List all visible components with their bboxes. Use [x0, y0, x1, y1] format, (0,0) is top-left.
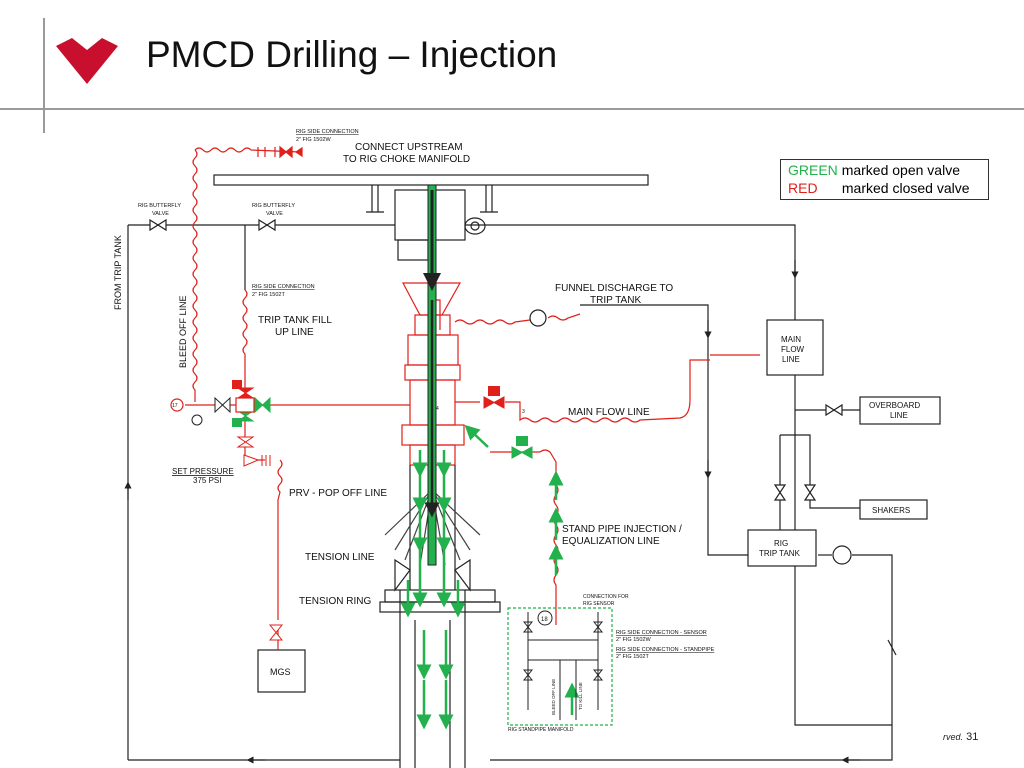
tension-lines [384, 489, 481, 566]
legend-red-word: RED [788, 180, 818, 196]
label-standpipe-manifold: RIG STANDPIPE MANIFOLD [508, 727, 574, 733]
mgs-box [257, 649, 306, 693]
label-rig-trip-tank-2: TRIP TANK [759, 549, 801, 558]
label-fig-1502w-sensor: 2" FIG 1502W [616, 637, 651, 643]
rotary-supports [366, 185, 498, 261]
label-stand-pipe-1: STAND PIPE INJECTION / [562, 524, 682, 535]
label-prv-line: PRV - POP OFF LINE [289, 488, 387, 499]
label-bleed-off-small: BLEED OFF LINE [551, 679, 556, 715]
label-stand-pipe-2: EQUALIZATION LINE [562, 536, 660, 547]
slide-footer: rved. 31 [943, 731, 978, 743]
main-flow-line-box [766, 319, 824, 376]
label-funnel-discharge-2: TRIP TANK [590, 295, 641, 306]
page-title: PMCD Drilling – Injection [146, 34, 558, 75]
valve-cluster-left [170, 380, 284, 641]
legend-open-row: GREEN marked open valve [788, 161, 988, 179]
label-trip-tank-fill-1: TRIP TANK FILL [258, 315, 332, 326]
standpipe-manifold-piping [522, 610, 604, 720]
valve-legend: GREEN marked open valve RED marked close… [780, 159, 989, 200]
label-main-flow-box-3: LINE [782, 355, 800, 364]
label-connect-upstream-2: TO RIG CHOKE MANIFOLD [343, 154, 470, 165]
rig-floor [213, 174, 649, 186]
funnel-pump-icon [529, 309, 547, 327]
flow-direction-arrows [124, 260, 860, 764]
standpipe-open-valve [511, 436, 533, 459]
header-vertical-rule [43, 18, 45, 133]
label-mgs: MGS [270, 667, 291, 677]
rig-side-connection-valves [257, 145, 303, 159]
label-gauge-18: 18 [541, 617, 548, 623]
label-set-pressure-value: 375 PSI [193, 476, 221, 485]
page-number: 31 [966, 731, 979, 743]
black-valves [149, 218, 897, 656]
label-main-flow-box-2: FLOW [781, 345, 805, 354]
legend-closed-row: RED marked closed valve [788, 179, 988, 197]
label-gauge-17: 17 [172, 403, 178, 409]
label-gauge-4: 4 [436, 406, 439, 412]
label-overboard-2: LINE [890, 411, 908, 420]
label-bleed-off-line: BLEED OFF LINE [178, 295, 188, 368]
label-rig-side-conn-top: RIG SIDE CONNECTION [296, 129, 359, 135]
label-butterfly-mid-1: RIG BUTTERFLY [252, 203, 295, 209]
label-fig-1502t-fill: 2" FIG 1502T [252, 292, 285, 298]
label-tension-line: TENSION LINE [305, 552, 375, 563]
label-from-trip-tank: FROM TRIP TANK [113, 235, 123, 310]
header-horizontal-rule [0, 108, 1024, 110]
label-fig-1502t-standpipe: 2" FIG 1502T [616, 654, 649, 660]
label-fig-1502w-top: 2" FIG 1502W [296, 137, 331, 143]
label-main-flow-box-1: MAIN [781, 335, 801, 344]
legend-green-word: GREEN [788, 162, 838, 178]
black-piping [127, 224, 893, 761]
label-butterfly-mid-2: VALVE [266, 211, 283, 217]
diagram-labels: RIG SIDE CONNECTION 2" FIG 1502W CONNECT… [113, 129, 920, 733]
overboard-line-box [859, 396, 941, 425]
company-logo-icon [56, 38, 118, 84]
label-connect-upstream-1: CONNECT UPSTREAM [355, 142, 463, 153]
label-shakers: SHAKERS [872, 506, 910, 515]
label-rig-side-standpipe: RIG SIDE CONNECTION - STANDPIPE [616, 647, 715, 653]
label-main-flow-line: MAIN FLOW LINE [568, 407, 650, 418]
label-funnel-discharge-1: FUNNEL DISCHARGE TO [555, 283, 673, 294]
standpipe-manifold-box [507, 607, 613, 726]
label-connection-sensor-2: RIG SENSOR [583, 601, 615, 607]
label-gauge-3: 3 [522, 409, 525, 415]
label-butterfly-left-2: VALVE [152, 211, 169, 217]
legend-red-text: marked closed valve [841, 180, 970, 196]
label-trip-tank-fill-2: UP LINE [275, 327, 314, 338]
label-connection-sensor-1: CONNECTION FOR [583, 594, 629, 600]
footer-note: rved. [943, 732, 964, 742]
label-to-kill-line: TO KILL LINE [578, 682, 583, 710]
green-flow-arrows [400, 424, 580, 730]
label-rig-trip-tank-1: RIG [774, 539, 788, 548]
rig-trip-tank-box [747, 529, 817, 567]
label-set-pressure: SET PRESSURE [172, 467, 234, 476]
label-rig-side-sensor: RIG SIDE CONNECTION - SENSOR [616, 630, 707, 636]
main-flow-closed-valve [483, 386, 505, 409]
label-rig-side-conn-fill: RIG SIDE CONNECTION [252, 284, 315, 290]
label-tension-ring: TENSION RING [299, 596, 371, 607]
legend-green-text: marked open valve [841, 162, 960, 178]
shakers-box [859, 499, 928, 520]
label-butterfly-left-1: RIG BUTTERFLY [138, 203, 181, 209]
label-overboard-1: OVERBOARD [869, 401, 920, 410]
